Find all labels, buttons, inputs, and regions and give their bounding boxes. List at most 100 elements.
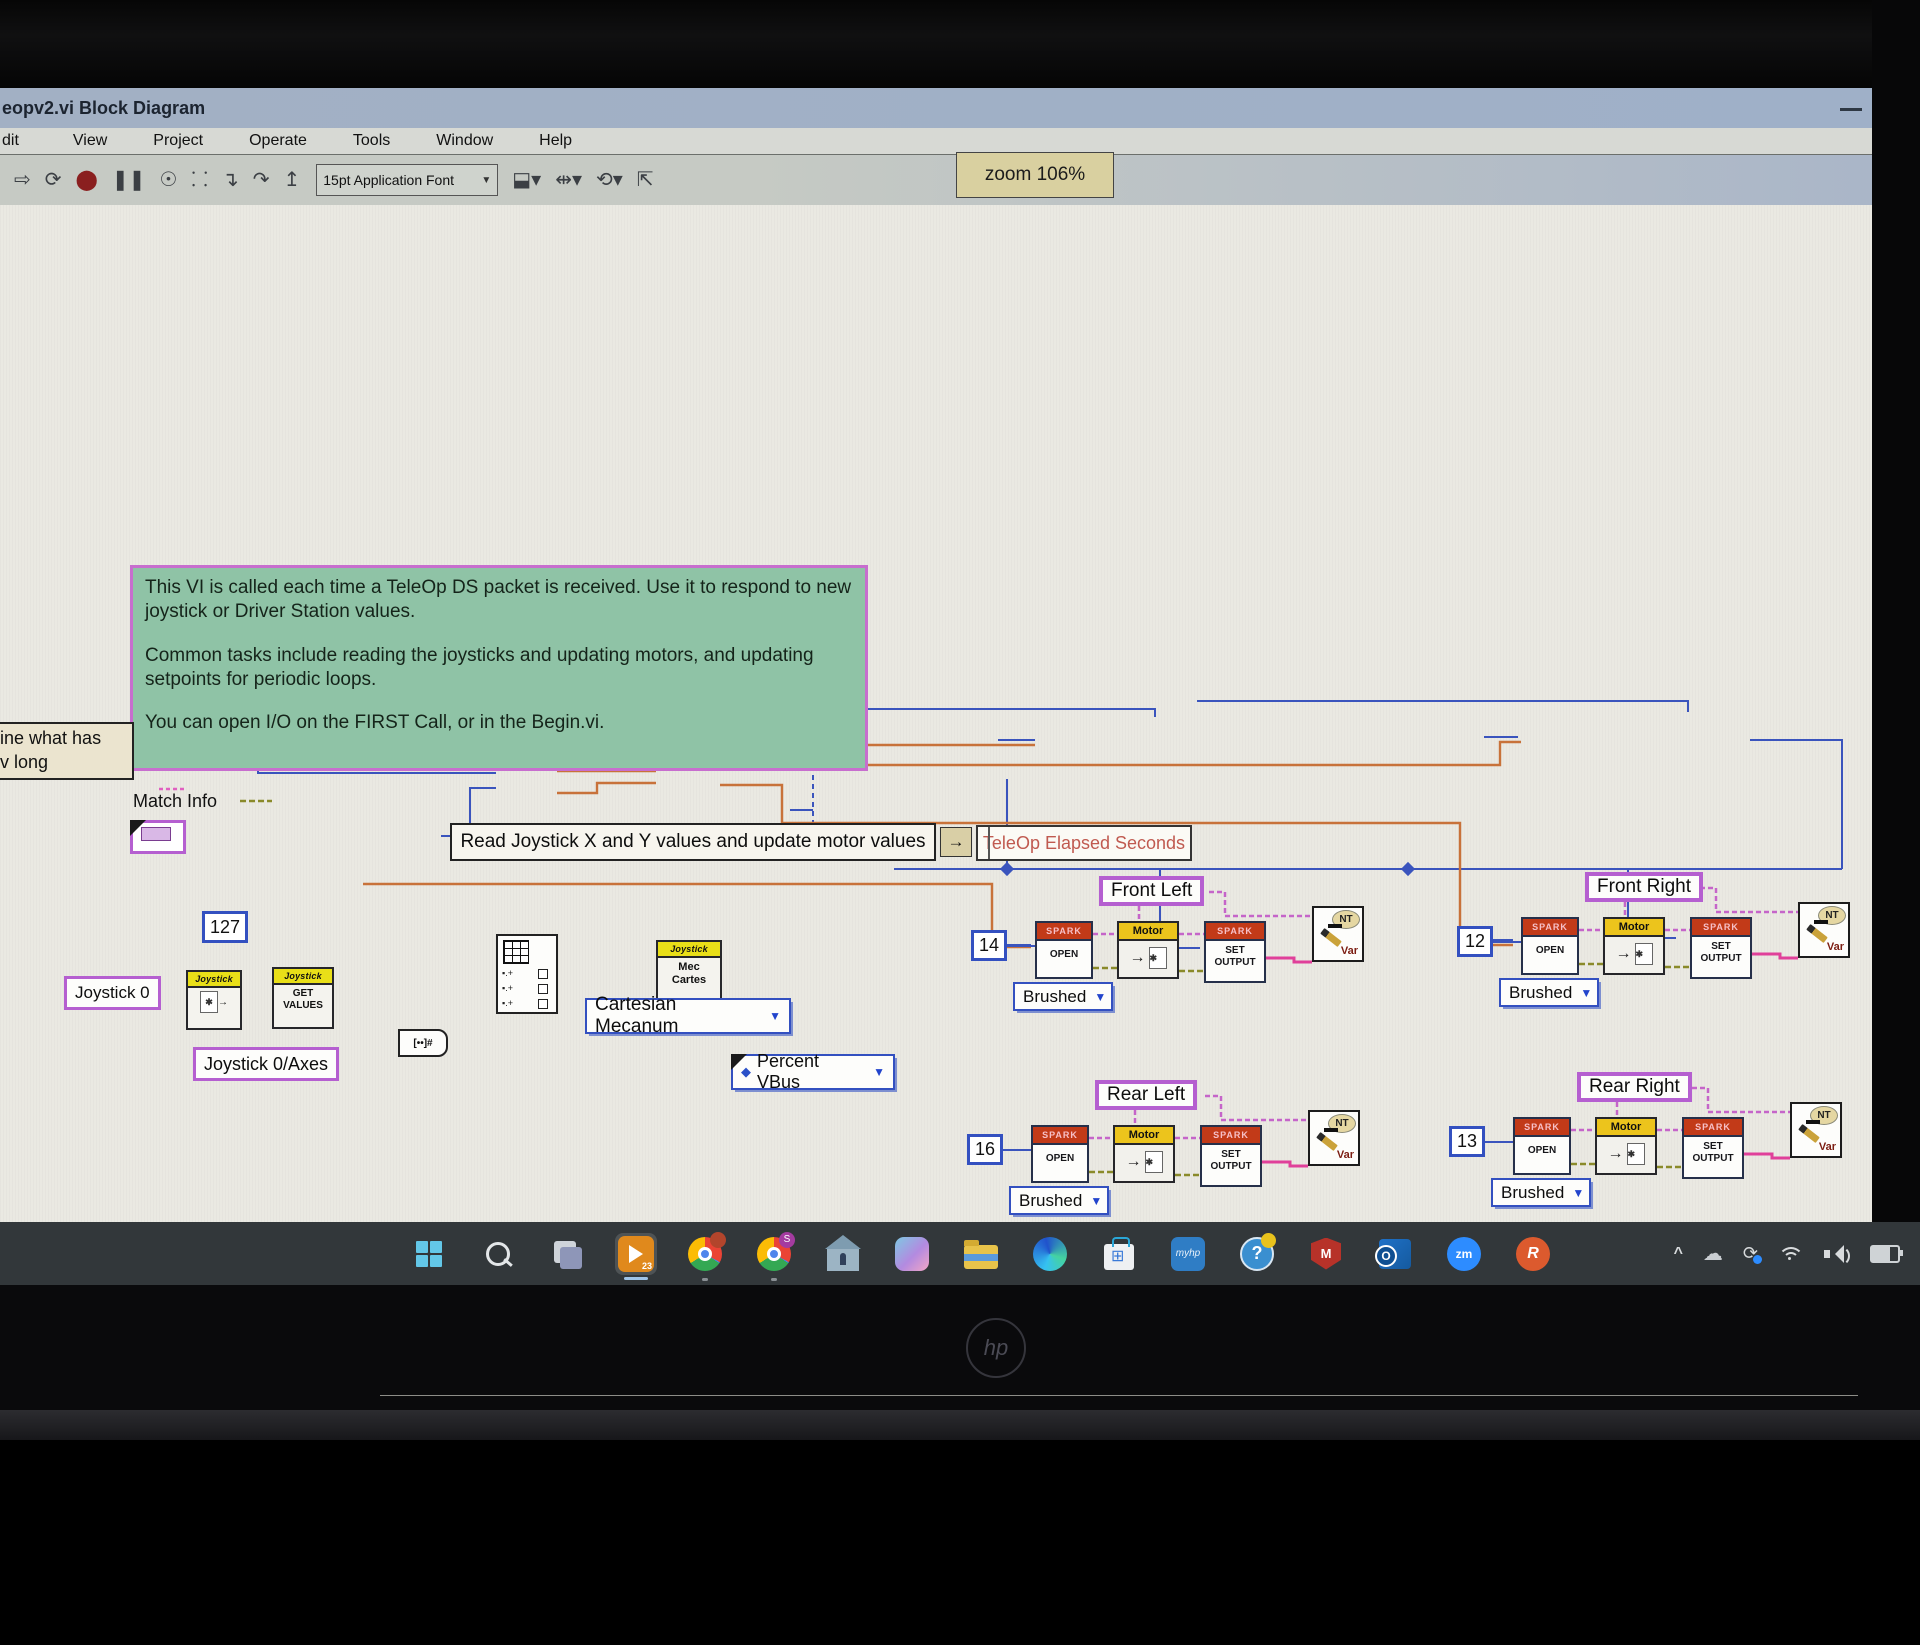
resize-objects-button[interactable]: ⟲▾ [596,169,623,191]
minus-icon [1324,1128,1338,1132]
joystick0-axes-label[interactable]: Joystick 0/Axes [193,1047,340,1081]
minus-icon [1814,920,1828,924]
onedrive-icon[interactable]: ☁ [1702,1243,1723,1265]
motor-type-dropdown[interactable]: Brushed ▼ [1013,982,1113,1011]
taskbar-edge[interactable] [1029,1233,1071,1275]
joystick0-constant[interactable]: Joystick 0 [64,976,161,1010]
motor-node[interactable]: Motor →✱ [1603,917,1665,975]
abort-button[interactable]: ⬤ [75,169,98,191]
document-icon: ✱ [1148,947,1167,969]
taskbar-file-explorer[interactable] [960,1233,1002,1275]
distribute-objects-button[interactable]: ⇹▾ [555,169,582,191]
motor-node[interactable]: Motor →✱ [1117,921,1179,979]
comment-box[interactable]: This VI is called each time a TeleOp DS … [130,565,868,771]
step-out-button[interactable]: ↥ [283,169,301,191]
taskbar-rev-hardware[interactable]: R [1512,1233,1554,1275]
motor-type-dropdown[interactable]: Brushed ▼ [1499,978,1599,1007]
step-over-button[interactable]: ↷ [252,169,270,191]
pencil-icon [1316,1131,1338,1152]
menu-edit[interactable]: dit [2,132,19,149]
taskbar-hp-support[interactable]: ? [1236,1232,1278,1275]
motor-name-label[interactable]: Front Right [1585,872,1703,902]
nt-var-node[interactable]: NT Var [1308,1110,1360,1166]
tray-chevron-icon[interactable]: ^ [1673,1244,1683,1262]
spark-open-node[interactable]: SPARK OPEN [1521,917,1579,975]
start-button[interactable] [408,1233,450,1275]
task-view-button[interactable] [546,1233,588,1275]
cluster-grid-icon [503,940,529,964]
search-button[interactable] [477,1233,519,1275]
pause-button[interactable]: ❚❚ [111,169,146,191]
clean-up-diagram-button[interactable]: ⇱ [636,169,654,191]
taskbar-labview[interactable]: 23 [615,1232,657,1280]
font-selector[interactable]: 15pt Application Font ▼ [316,164,499,196]
motor-node[interactable]: Motor →✱ [1595,1117,1657,1175]
minus-icon [1806,1120,1820,1124]
spark-open-node[interactable]: SPARK OPEN [1031,1125,1089,1183]
menu-help[interactable]: Help [539,132,573,149]
can-id-constant[interactable]: 16 [967,1134,1003,1165]
mecanum-mode-dropdown[interactable]: Cartesian Mecanum ▼ [585,994,791,1037]
taskbar-outlook[interactable] [1374,1233,1416,1275]
taskbar-chrome-1[interactable] [684,1231,726,1281]
block-diagram-canvas[interactable]: This VI is called each time a TeleOp DS … [0,205,1872,1396]
sequence-comment-label[interactable]: Read Joystick X and Y values and update … [450,823,936,861]
menu-project[interactable]: Project [153,132,204,149]
index-array-node[interactable]: [••]# [398,1029,448,1057]
taskbar-copilot[interactable] [891,1233,933,1275]
can-id-constant[interactable]: 12 [1457,926,1493,957]
can-id-constant[interactable]: 13 [1449,1126,1485,1157]
motor-type-dropdown[interactable]: Brushed ▼ [1009,1186,1109,1215]
motor-group-rear-left: Rear Left 16 SPARK OPEN Brushed ▼ Motor … [967,1080,1367,1220]
spark-open-node[interactable]: SPARK OPEN [1513,1117,1571,1175]
highlight-execution-button[interactable]: ☉ [159,169,178,191]
teleop-elapsed-seconds-label[interactable]: TeleOp Elapsed Seconds [976,825,1192,861]
step-into-button[interactable]: ↴ [221,169,239,191]
taskbar-zoom[interactable]: zm [1443,1233,1485,1275]
nt-var-node[interactable]: NT Var [1798,902,1850,958]
run-continuous-button[interactable]: ⟳ [44,169,62,191]
motor-name-label[interactable]: Rear Left [1095,1080,1198,1110]
taskbar-mcafee[interactable]: M [1305,1233,1347,1275]
retain-wire-values-button[interactable]: ⸬ [191,169,208,191]
volume-icon[interactable] [1824,1244,1850,1266]
deadband-constant[interactable]: 127 [202,911,248,943]
wifi-icon[interactable] [1778,1245,1804,1263]
motor-node[interactable]: Motor →✱ [1113,1125,1175,1183]
pencil-icon [1806,923,1828,944]
spark-open-node[interactable]: SPARK OPEN [1035,921,1093,979]
motor-name-label[interactable]: Front Left [1099,876,1205,906]
menu-view[interactable]: View [72,132,108,149]
can-id-constant[interactable]: 14 [971,930,1007,961]
taskbar-driver-station[interactable] [822,1233,864,1275]
comment-paragraph-3: You can open I/O on the FIRST Call, or i… [145,712,605,734]
match-info-cluster-node[interactable] [130,820,186,854]
divider-line [380,1395,1858,1396]
motor-name-label[interactable]: Rear Right [1577,1072,1692,1102]
system-tray: ^ ☁ ⟳ [1673,1222,1903,1285]
menu-window[interactable]: Window [436,132,494,149]
sync-icon[interactable]: ⟳ [1742,1243,1763,1264]
nt-var-node[interactable]: NT Var [1790,1102,1842,1158]
joystick-open-node[interactable]: Joystick ✱→ [186,970,242,1030]
menu-tools[interactable]: Tools [352,132,391,149]
run-button[interactable]: ⇨ [14,169,31,191]
minimize-button[interactable] [1840,108,1862,111]
vbus-mode-dropdown[interactable]: ◆ Percent VBus ▼ [731,1051,895,1092]
battery-icon[interactable] [1870,1244,1903,1263]
taskbar-my-hp[interactable]: myhp [1167,1233,1209,1275]
arrow-node[interactable]: → [940,827,972,857]
align-objects-button[interactable]: ⬓▾ [512,169,542,191]
menu-operate[interactable]: Operate [249,132,307,149]
nt-var-node[interactable]: NT Var [1312,906,1364,962]
motor-type-dropdown[interactable]: Brushed ▼ [1491,1178,1591,1207]
taskbar-microsoft-store[interactable] [1098,1233,1140,1275]
taskbar-chrome-2[interactable]: S [753,1231,795,1281]
unbundle-node[interactable]: ▪.+ ▪.+ ▪.+ [496,934,558,1014]
